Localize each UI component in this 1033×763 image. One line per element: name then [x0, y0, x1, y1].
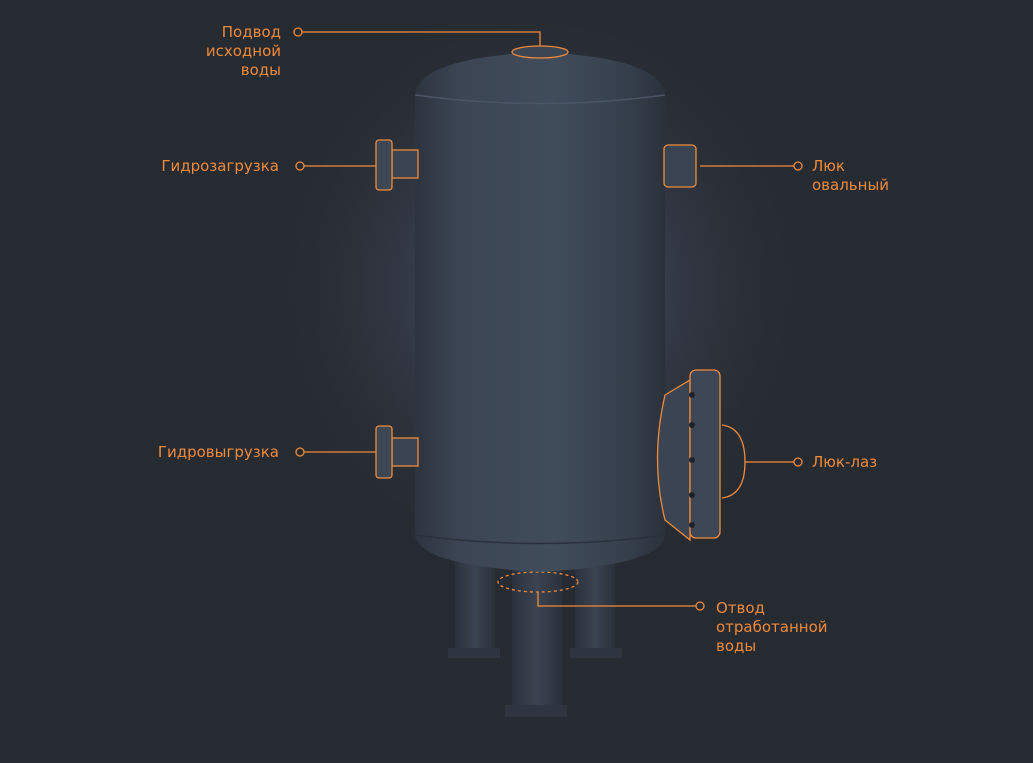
oval-hatch [663, 144, 697, 188]
label-oval-hatch: Люк овальный [812, 157, 890, 194]
label-spent-water-outlet: Отвод отработанной воды [716, 599, 828, 655]
leader-water-inlet [302, 31, 541, 46]
leader-lines [293, 27, 803, 611]
support-legs [448, 560, 622, 717]
label-manhole: Люк-лаз [812, 453, 878, 471]
label-water-inlet: Подвод исходной воды [205, 23, 281, 79]
hydroload-nozzle [375, 139, 419, 191]
water-inlet-nozzle [511, 45, 569, 59]
marker-spent-water [695, 601, 705, 611]
marker-hydrounload [295, 447, 305, 457]
hydrounload-nozzle [375, 425, 419, 479]
marker-water-inlet [293, 27, 303, 37]
marker-manhole [793, 457, 803, 467]
marker-hydroload [295, 161, 305, 171]
manhole [656, 369, 746, 542]
label-hydroload: Гидрозагрузка [161, 157, 279, 175]
marker-oval-hatch [793, 161, 803, 171]
vessel-body [414, 52, 666, 572]
leader-spent-water [537, 592, 696, 607]
label-hydrounload: Гидровыгрузка [157, 443, 279, 461]
